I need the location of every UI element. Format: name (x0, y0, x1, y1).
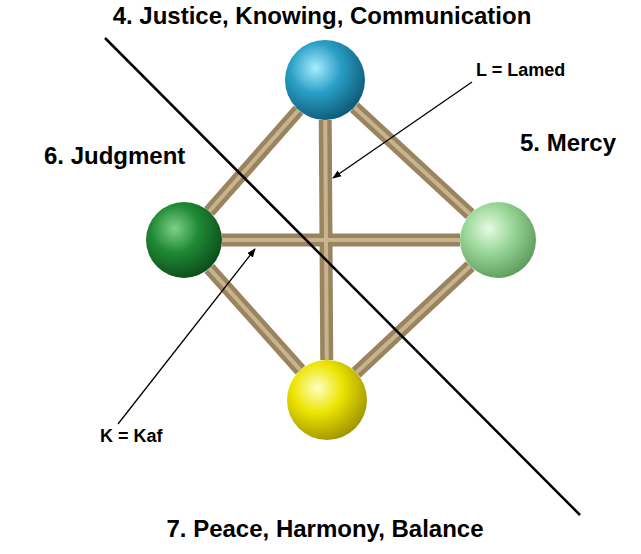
rod (209, 110, 298, 211)
leader-line (118, 249, 255, 424)
rod (356, 266, 470, 373)
node-label: 5. Mercy (520, 129, 616, 157)
rod-highlight (356, 266, 470, 373)
sphere-node: 5. Mercy (460, 202, 536, 278)
sphere (460, 202, 536, 278)
rod (354, 107, 470, 214)
callout-label: L = Lamed (476, 60, 565, 81)
sphere-shape (287, 360, 367, 440)
sphere-shape (146, 202, 222, 278)
sphere-shape (285, 40, 365, 120)
diagonal-line (105, 38, 580, 515)
sphere-node: 6. Judgment (146, 202, 222, 278)
leader-line (333, 82, 472, 178)
node-label: 7. Peace, Harmony, Balance (166, 515, 483, 543)
sphere-node: 4. Justice, Knowing, Communication (285, 40, 365, 120)
rod-highlight (354, 107, 470, 214)
sphere (146, 202, 222, 278)
callout-label: K = Kaf (100, 426, 163, 447)
node-label: 4. Justice, Knowing, Communication (113, 2, 532, 30)
sphere-shape (460, 202, 536, 278)
rod-highlight (209, 268, 300, 370)
sphere (287, 360, 367, 440)
node-label: 6. Judgment (44, 142, 185, 170)
rod (209, 268, 300, 370)
rod (222, 234, 460, 247)
sphere (285, 40, 365, 120)
sphere-node: 7. Peace, Harmony, Balance (287, 360, 367, 440)
rod-highlight (209, 110, 298, 211)
rod-highlight (222, 238, 460, 242)
